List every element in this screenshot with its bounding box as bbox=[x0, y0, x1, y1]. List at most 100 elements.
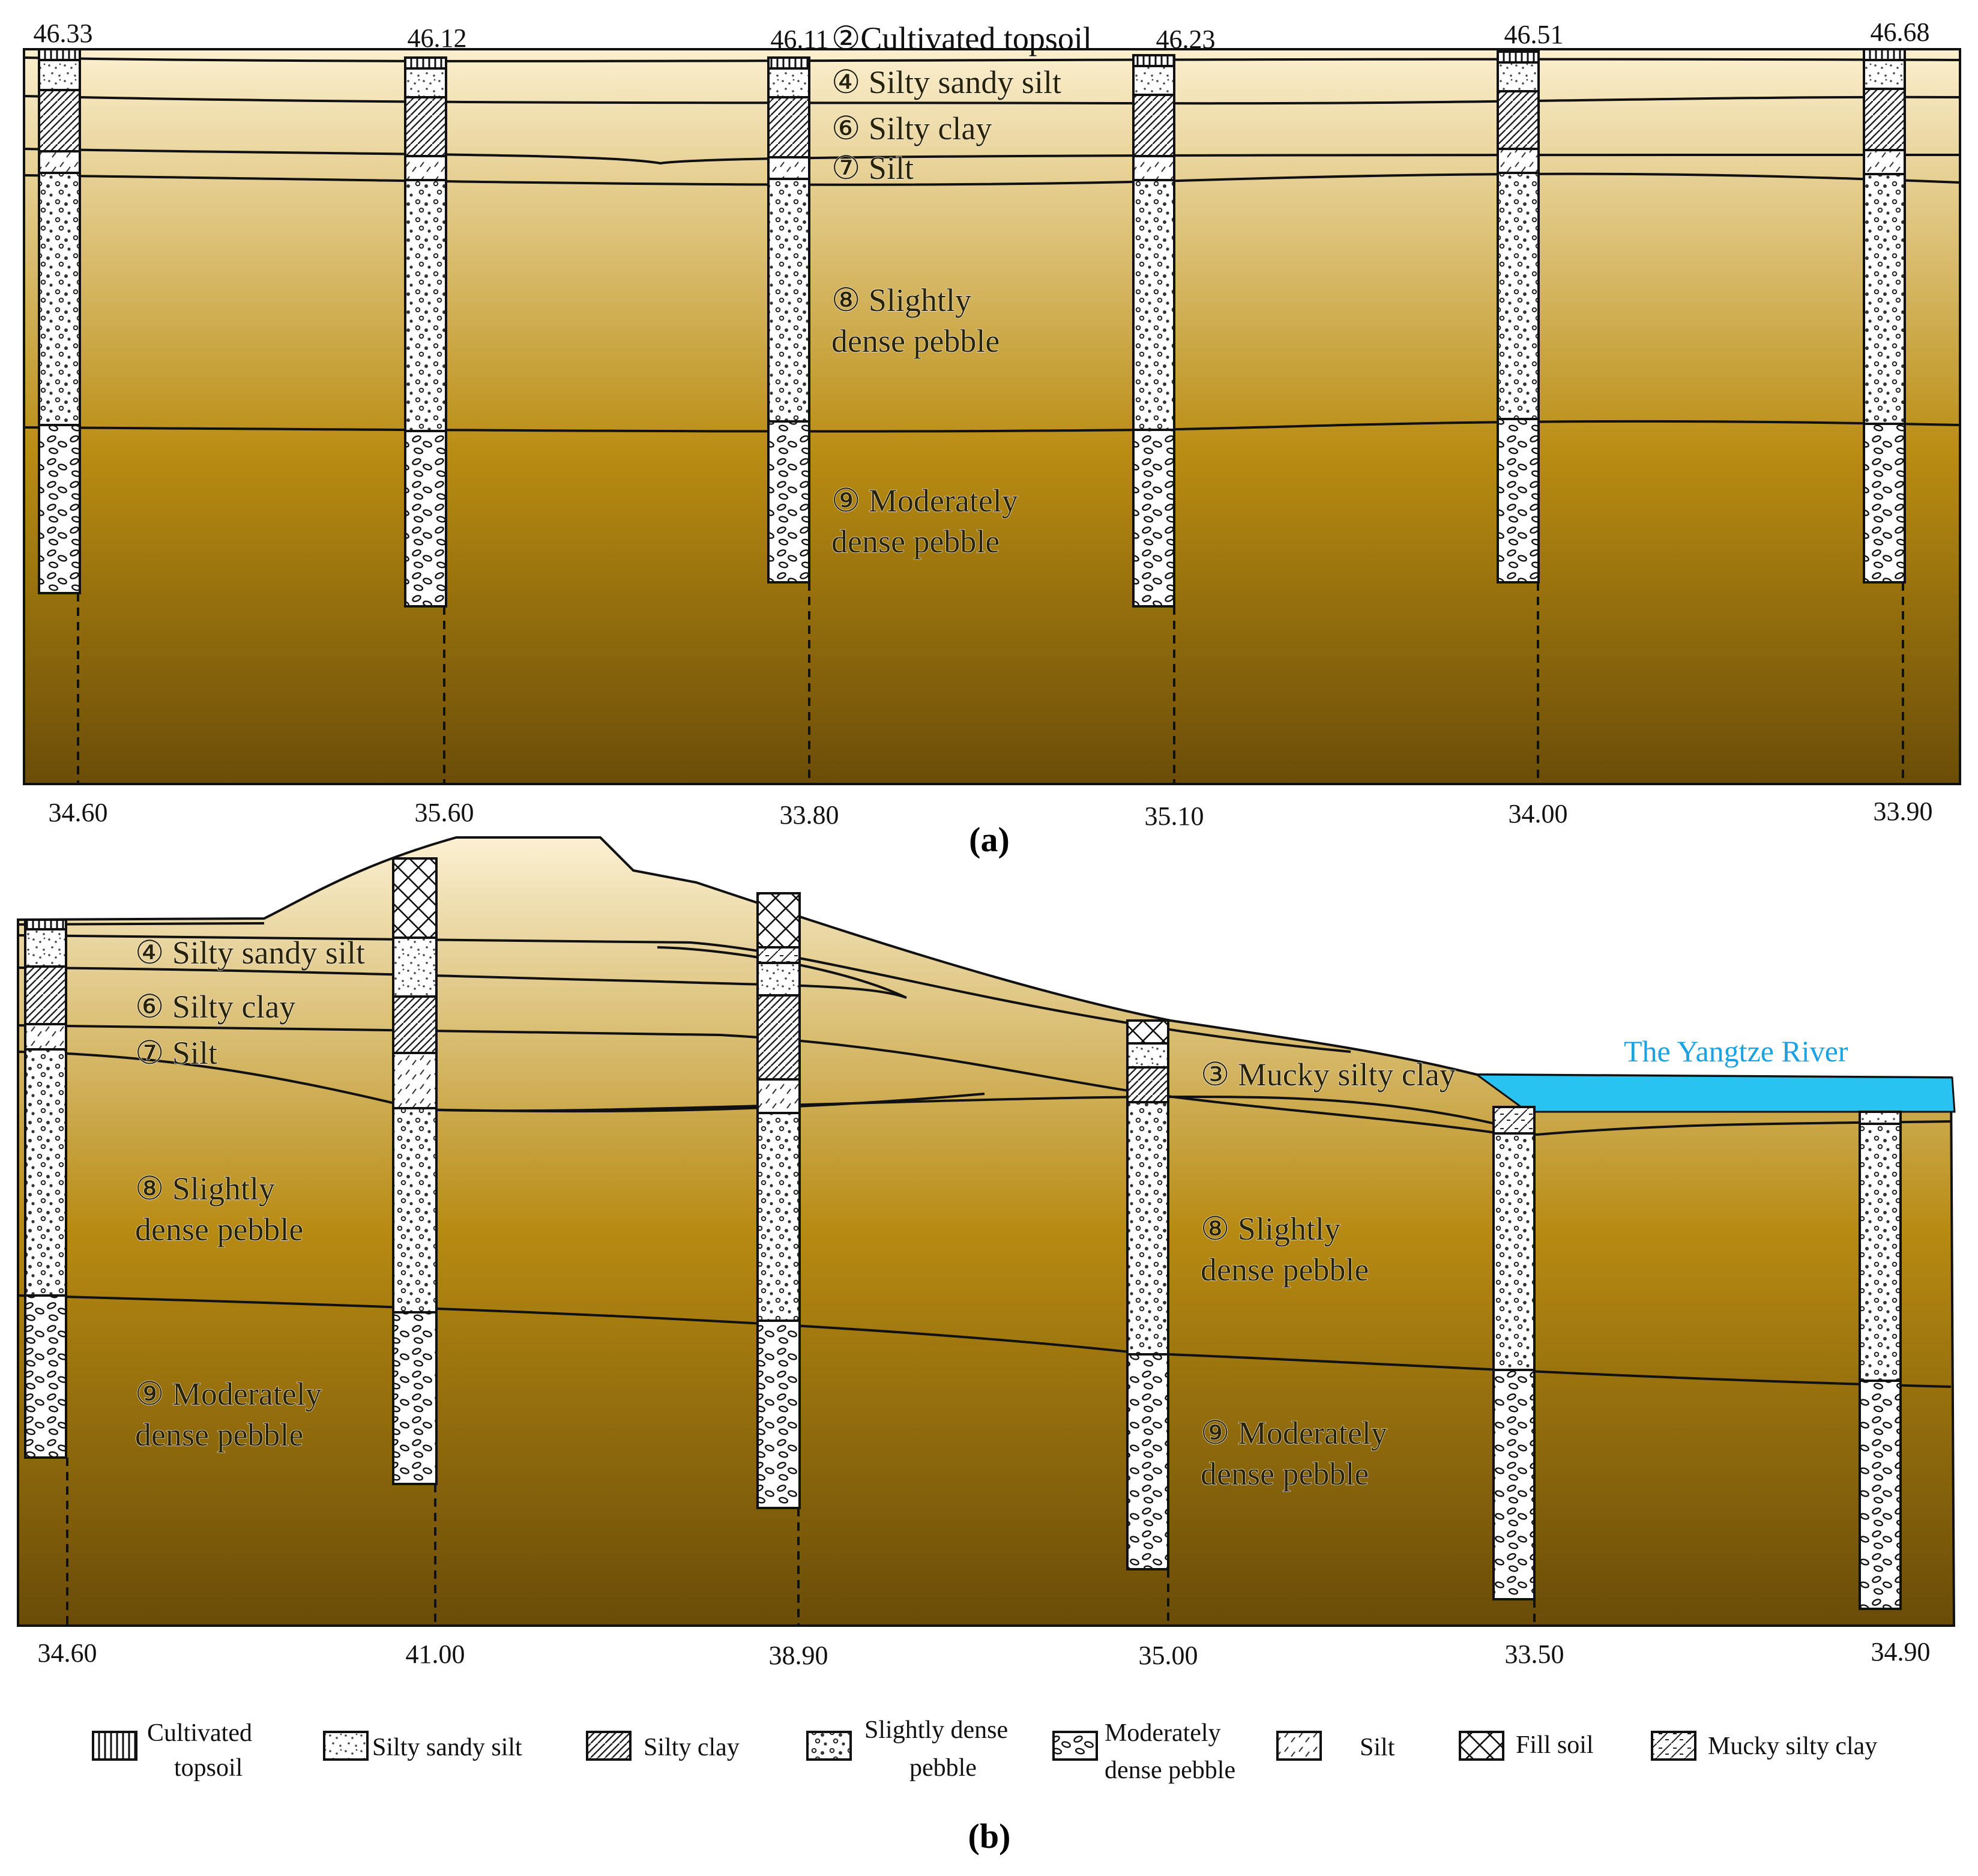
layer-label-slightly-dense-pebble-2: dense pebble bbox=[831, 323, 1000, 359]
top-elevation: 46.23 bbox=[1156, 25, 1216, 54]
legend-label: Cultivated bbox=[147, 1719, 252, 1747]
bottom-elevation: 33.80 bbox=[780, 800, 839, 830]
panel-a-borehole-5 bbox=[1497, 50, 1540, 784]
panel-a-borehole-3 bbox=[767, 56, 810, 784]
bottom-elevation: 33.90 bbox=[1874, 797, 1933, 826]
bottom-elevation: 34.60 bbox=[49, 798, 108, 827]
legend-label: Silty clay bbox=[644, 1734, 740, 1761]
legend-item-mucky-silty-clay: Mucky silty clay bbox=[1651, 1731, 1877, 1761]
legend-label: pebble bbox=[909, 1754, 977, 1782]
layer-label-silt: ⑦ Silt bbox=[135, 1035, 217, 1071]
layer-label-silty-clay: ⑥ Silty clay bbox=[135, 989, 295, 1025]
bottom-elevation: 38.90 bbox=[769, 1641, 828, 1670]
layer-label-mucky-silty-clay: ③ Mucky silty clay bbox=[1201, 1057, 1456, 1093]
layer-label-silty-sandy-silt: ④ Silty sandy silt bbox=[831, 64, 1061, 100]
panel-b-borehole-4 bbox=[1126, 1019, 1169, 1626]
layer-label-moderately-dense-pebble-right-2: dense pebble bbox=[1201, 1456, 1369, 1492]
panel-a-borehole-2 bbox=[404, 56, 447, 784]
panel-b-boundary-mucky-base bbox=[420, 1095, 1952, 1136]
panel-a-boundary-sandy-silt bbox=[23, 95, 1961, 105]
layer-label-slightly-dense-pebble-2: dense pebble bbox=[135, 1211, 303, 1247]
layer-label-slightly-dense-pebble-right: ⑧ Slightly bbox=[1201, 1211, 1340, 1247]
top-elevation: 46.68 bbox=[1871, 17, 1930, 47]
legend-label: Silty sandy silt bbox=[372, 1734, 522, 1761]
panel-a-caption: (a) bbox=[969, 820, 1010, 859]
legend-swatch-silty-clay bbox=[586, 1731, 632, 1761]
legend-label: Slightly dense bbox=[864, 1716, 1008, 1744]
panel-b-boreholes bbox=[24, 857, 1902, 1626]
legend-item-silt: Silt bbox=[1276, 1731, 1395, 1761]
panel-b-layer-boundaries bbox=[17, 922, 1952, 1388]
panel-a-soil-body bbox=[23, 48, 1961, 785]
panel-b-borehole-2 bbox=[392, 857, 438, 1626]
legend-label: Silt bbox=[1360, 1734, 1395, 1761]
bottom-elevation: 33.50 bbox=[1505, 1639, 1564, 1669]
panel-a-boundary-silt bbox=[23, 172, 1961, 186]
panel-a-boreholes bbox=[38, 48, 1906, 784]
panel-b-borehole-6 bbox=[1859, 1111, 1902, 1610]
panel-b-boundary-pebble bbox=[17, 1294, 1952, 1388]
legend-label: Mucky silty clay bbox=[1708, 1733, 1877, 1760]
legend-swatch-fill-soil bbox=[1459, 1731, 1504, 1761]
layer-label-moderately-dense-pebble-right: ⑨ Moderately bbox=[1201, 1415, 1387, 1451]
layer-label-moderately-dense-pebble-2: dense pebble bbox=[135, 1417, 303, 1453]
legend-swatch-silty-sandy-silt bbox=[323, 1731, 369, 1761]
layer-label-topsoil: ②Cultivated topsoil bbox=[831, 20, 1092, 56]
bottom-elevation: 34.00 bbox=[1509, 799, 1568, 828]
layer-label-slightly-dense-pebble: ⑧ Slightly bbox=[135, 1171, 275, 1207]
panel-b-borehole-3 bbox=[756, 892, 801, 1626]
legend-label: topsoil bbox=[174, 1754, 243, 1782]
panel-b-boundary-sandy-silt-top bbox=[17, 934, 1351, 1053]
panel-b-boundary-sandy-silt bbox=[17, 946, 907, 999]
layer-label-silty-sandy-silt: ④ Silty sandy silt bbox=[135, 935, 365, 971]
legend-label: Moderately bbox=[1105, 1719, 1221, 1747]
panel-b: The Yangtze River ④ Silty sandy silt ⑥ S… bbox=[17, 836, 1956, 1670]
panel-a-bottom-elevations: 34.60 35.60 33.80 35.10 34.00 33.90 bbox=[49, 797, 1933, 831]
panel-a-layer-labels: ②Cultivated topsoil ④ Silty sandy silt ⑥… bbox=[831, 20, 1092, 560]
legend-swatch-mucky-silty-clay bbox=[1651, 1731, 1696, 1761]
layer-label-slightly-dense-pebble: ⑧ Slightly bbox=[831, 282, 971, 318]
legend: Cultivated topsoil Silty sandy silt Silt… bbox=[92, 1716, 1877, 1784]
panel-b-bottom-elevations: 34.60 41.00 38.90 35.00 33.50 34.90 bbox=[38, 1637, 1931, 1670]
legend-item-cultivated-topsoil: Cultivated topsoil bbox=[92, 1719, 252, 1782]
panel-a-top-elevations: 46.33 46.12 46.11 46.23 46.51 46.68 bbox=[34, 17, 1930, 54]
panel-a-boundary-topsoil bbox=[23, 56, 1961, 62]
layer-label-silty-clay: ⑥ Silty clay bbox=[831, 110, 992, 146]
top-elevation: 46.51 bbox=[1504, 20, 1564, 49]
panel-a-boundary-silty-clay bbox=[23, 148, 1961, 165]
bottom-elevation: 34.60 bbox=[38, 1638, 97, 1668]
panel-a-boundary-pebble bbox=[23, 420, 1961, 433]
river bbox=[1474, 1073, 1956, 1113]
panel-a-layer-boundaries bbox=[23, 56, 1961, 433]
legend-swatch-silt bbox=[1276, 1731, 1322, 1761]
legend-label: Fill soil bbox=[1516, 1731, 1594, 1759]
legend-swatch-slightly-dense-pebble bbox=[806, 1731, 852, 1761]
panel-b-borehole-5 bbox=[1492, 1106, 1536, 1626]
legend-item-fill-soil: Fill soil bbox=[1459, 1731, 1594, 1761]
panel-b-layer-labels: ④ Silty sandy silt ⑥ Silty clay ⑦ Silt ③… bbox=[134, 934, 1456, 1492]
bottom-elevation: 41.00 bbox=[406, 1639, 465, 1669]
top-elevation: 46.12 bbox=[408, 23, 467, 53]
panel-b-boundary-silty-clay bbox=[17, 1024, 1501, 1135]
bottom-elevation: 35.10 bbox=[1145, 801, 1204, 831]
legend-swatch-moderately-dense-pebble bbox=[1052, 1731, 1098, 1761]
panel-a-borehole-4 bbox=[1132, 54, 1175, 784]
legend-item-slightly-dense-pebble: Slightly dense pebble bbox=[806, 1716, 1008, 1782]
bottom-elevation: 35.00 bbox=[1139, 1641, 1198, 1670]
panel-a: 46.33 46.12 46.11 46.23 46.51 46.68 ②Cul… bbox=[23, 17, 1961, 859]
panel-b-soil-body bbox=[17, 836, 1956, 1627]
legend-item-moderately-dense-pebble: Moderately dense pebble bbox=[1052, 1719, 1235, 1784]
legend-label: dense pebble bbox=[1105, 1757, 1235, 1784]
panel-a-borehole-1 bbox=[38, 48, 81, 784]
bottom-elevation: 34.90 bbox=[1871, 1637, 1931, 1666]
panel-b-borehole-1 bbox=[24, 918, 68, 1626]
layer-label-slightly-dense-pebble-right-2: dense pebble bbox=[1201, 1252, 1369, 1288]
panel-a-borehole-6 bbox=[1863, 48, 1906, 784]
bottom-elevation: 35.60 bbox=[415, 798, 474, 827]
legend-item-silty-sandy-silt: Silty sandy silt bbox=[323, 1731, 522, 1761]
legend-item-silty-clay: Silty clay bbox=[586, 1731, 740, 1761]
top-elevation: 46.33 bbox=[34, 19, 93, 48]
panel-b-caption: (b) bbox=[968, 1817, 1011, 1856]
layer-label-moderately-dense-pebble-2: dense pebble bbox=[831, 523, 1000, 559]
